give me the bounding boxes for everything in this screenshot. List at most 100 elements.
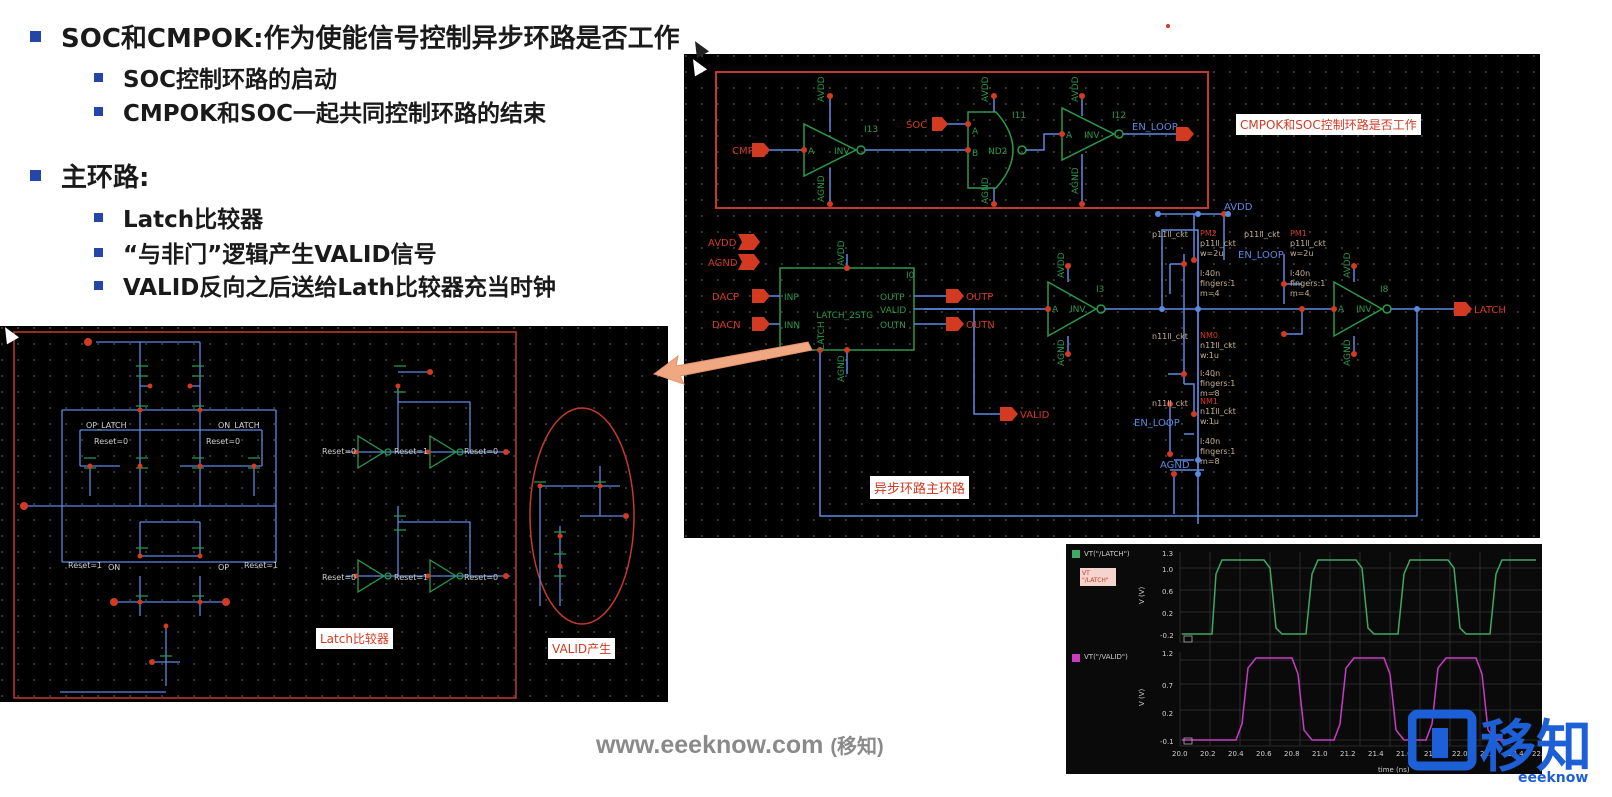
logo-subtext: eeeknow [1518,770,1589,786]
enable-logic-box [715,71,1209,209]
svg-text:INV: INV [1084,131,1100,141]
svg-text:21.8: 21.8 [1424,750,1440,758]
svg-text:Reset=1: Reset=1 [394,573,428,582]
svg-text:AVDD: AVDD [1224,202,1253,213]
svg-text:INV: INV [834,147,850,157]
svg-text:1.3: 1.3 [1162,550,1173,558]
svg-text:AVDD: AVDD [1057,252,1067,278]
svg-text:fingers:1: fingers:1 [1200,447,1235,456]
svg-text:A: A [1066,131,1073,141]
svg-text:0.7: 0.7 [1162,682,1173,690]
svg-text:OUTP: OUTP [880,293,905,303]
svg-text:21.4: 21.4 [1368,750,1384,758]
svg-text:l:40n: l:40n [1200,437,1220,446]
schematic-left-panel[interactable]: OP_LATCH ON_LATCH Reset=0 Reset=0 Reset=… [0,326,668,702]
svg-text:V (V): V (V) [1138,586,1146,604]
svg-text:Reset=1: Reset=1 [244,561,278,570]
svg-text:21.6: 21.6 [1396,750,1412,758]
svg-text:EN_LOOP: EN_LOOP [1132,122,1178,133]
svg-text:22.6: 22.6 [1532,750,1542,758]
svg-text:INP: INP [784,293,799,303]
svg-text:PM2: PM2 [1200,229,1217,238]
svg-text:l:40n: l:40n [1290,269,1310,278]
svg-text:20.0: 20.0 [1172,750,1188,758]
svg-text:AGND: AGND [708,258,738,269]
x-axis-ticks: 20.0 20.2 20.4 20.6 20.8 21.0 21.2 21.4 … [1172,750,1542,758]
svg-text:I8: I8 [1380,285,1389,295]
svg-text:I11: I11 [1012,111,1026,121]
pointer-arrow [652,341,813,385]
svg-text:PM1: PM1 [1290,229,1307,238]
svg-text:ON: ON [108,563,120,572]
svg-text:21.2: 21.2 [1340,750,1356,758]
footer-url[interactable]: www.eeeknow.com (移知) [596,731,884,759]
bullet-square-icon [94,107,103,116]
svg-text:A: A [1052,305,1059,315]
bullet-main-loop: 主环路: [30,157,149,194]
svg-text:0.2: 0.2 [1162,710,1173,718]
schematic-top-panel[interactable]: CMPOK SOC EN_LOOP AVDD AGND DACP DACN OU… [684,54,1540,538]
eeeknow-logo: 移知 eeeknow [1408,708,1612,797]
svg-text:AGND: AGND [1071,167,1081,194]
svg-text:ND2: ND2 [988,147,1007,157]
svg-text:INV: INV [1356,305,1372,315]
svg-text:l:40n: l:40n [1200,369,1220,378]
svg-text:LATCH_2STG: LATCH_2STG [816,311,873,321]
svg-text:w:1u: w:1u [1200,417,1219,426]
svg-text:n11ll_ckt: n11ll_ckt [1200,407,1236,416]
latch-comparator-box [13,331,517,699]
bullet-square-icon [94,281,103,290]
svg-text:Reset=0: Reset=0 [206,437,240,446]
svg-text:OP: OP [218,563,229,572]
svg-text:Reset=0: Reset=0 [464,447,498,456]
svg-text:m=8: m=8 [1200,389,1220,398]
svg-text:AVDD: AVDD [1343,252,1353,278]
svg-text:DACP: DACP [712,292,739,303]
svg-text:OP_LATCH: OP_LATCH [86,421,127,430]
svg-text:1.2: 1.2 [1162,650,1173,658]
svg-text:EN_LOOP: EN_LOOP [1238,250,1284,261]
waveform-viewer[interactable]: VT("/LATCH") VT("/VALID") 1.3 1.0 0.6 0.… [1066,544,1542,774]
svg-text:INV: INV [1070,305,1086,315]
svg-text:AGND: AGND [1343,339,1353,366]
svg-text:0.6: 0.6 [1162,588,1174,596]
svg-text:p11ll_ckt: p11ll_ckt [1290,239,1326,248]
svg-text:p11ll_ckt: p11ll_ckt [1200,239,1236,248]
svg-text:p11ll_ckt: p11ll_ckt [1152,230,1188,239]
svg-text:I3: I3 [1096,285,1104,295]
svg-text:20.8: 20.8 [1284,750,1300,758]
svg-text:Reset=1: Reset=1 [394,447,428,456]
svg-text:fingers:1: fingers:1 [1290,279,1325,288]
svg-text:EN_LOOP: EN_LOOP [1134,418,1180,429]
svg-text:I0: I0 [906,271,915,281]
svg-text:n11ll_ckt: n11ll_ckt [1152,332,1188,341]
svg-text:OUTP: OUTP [966,292,993,303]
svg-text:Reset=1: Reset=1 [68,561,102,570]
waveform-canvas: VT("/LATCH") VT("/VALID") 1.3 1.0 0.6 0.… [1066,544,1542,774]
svg-text:AVDD: AVDD [837,240,847,266]
sub-bullet-nand: “与非门”逻辑产生VALID信号 [94,235,437,269]
svg-text:AVDD: AVDD [1071,76,1081,102]
svg-text:NM0: NM0 [1200,331,1218,340]
svg-text:Reset=0: Reset=0 [464,573,498,582]
svg-text:AGND: AGND [817,175,827,202]
svg-text:l:40n: l:40n [1200,269,1220,278]
svg-text:LATCH: LATCH [1474,305,1506,316]
svg-text:I13: I13 [864,125,878,135]
bullet-enable-signals: SOC和CMPOK:作为使能信号控制异步环路是否工作 [30,18,680,55]
svg-text:A: A [808,147,815,157]
svg-text:VT("/LATCH"): VT("/LATCH") [1084,550,1130,558]
svg-text:Reset=0: Reset=0 [322,573,356,582]
red-dot [1166,24,1170,28]
annotation-main-loop: 异步环路主环路 [870,476,970,499]
svg-text:w:1u: w:1u [1200,351,1219,360]
annotation-latch-comparator: Latch比较器 [316,628,393,649]
waveform-tooltip: VT "/LATCH" [1080,568,1116,586]
svg-text:m=4: m=4 [1200,289,1220,298]
legend-valid-swatch [1072,654,1080,662]
svg-text:-0.1: -0.1 [1160,738,1174,746]
svg-text:SOC: SOC [906,120,927,131]
svg-text:A: A [1338,305,1345,315]
svg-text:20.4: 20.4 [1228,750,1244,758]
svg-text:w=2u: w=2u [1290,249,1313,258]
